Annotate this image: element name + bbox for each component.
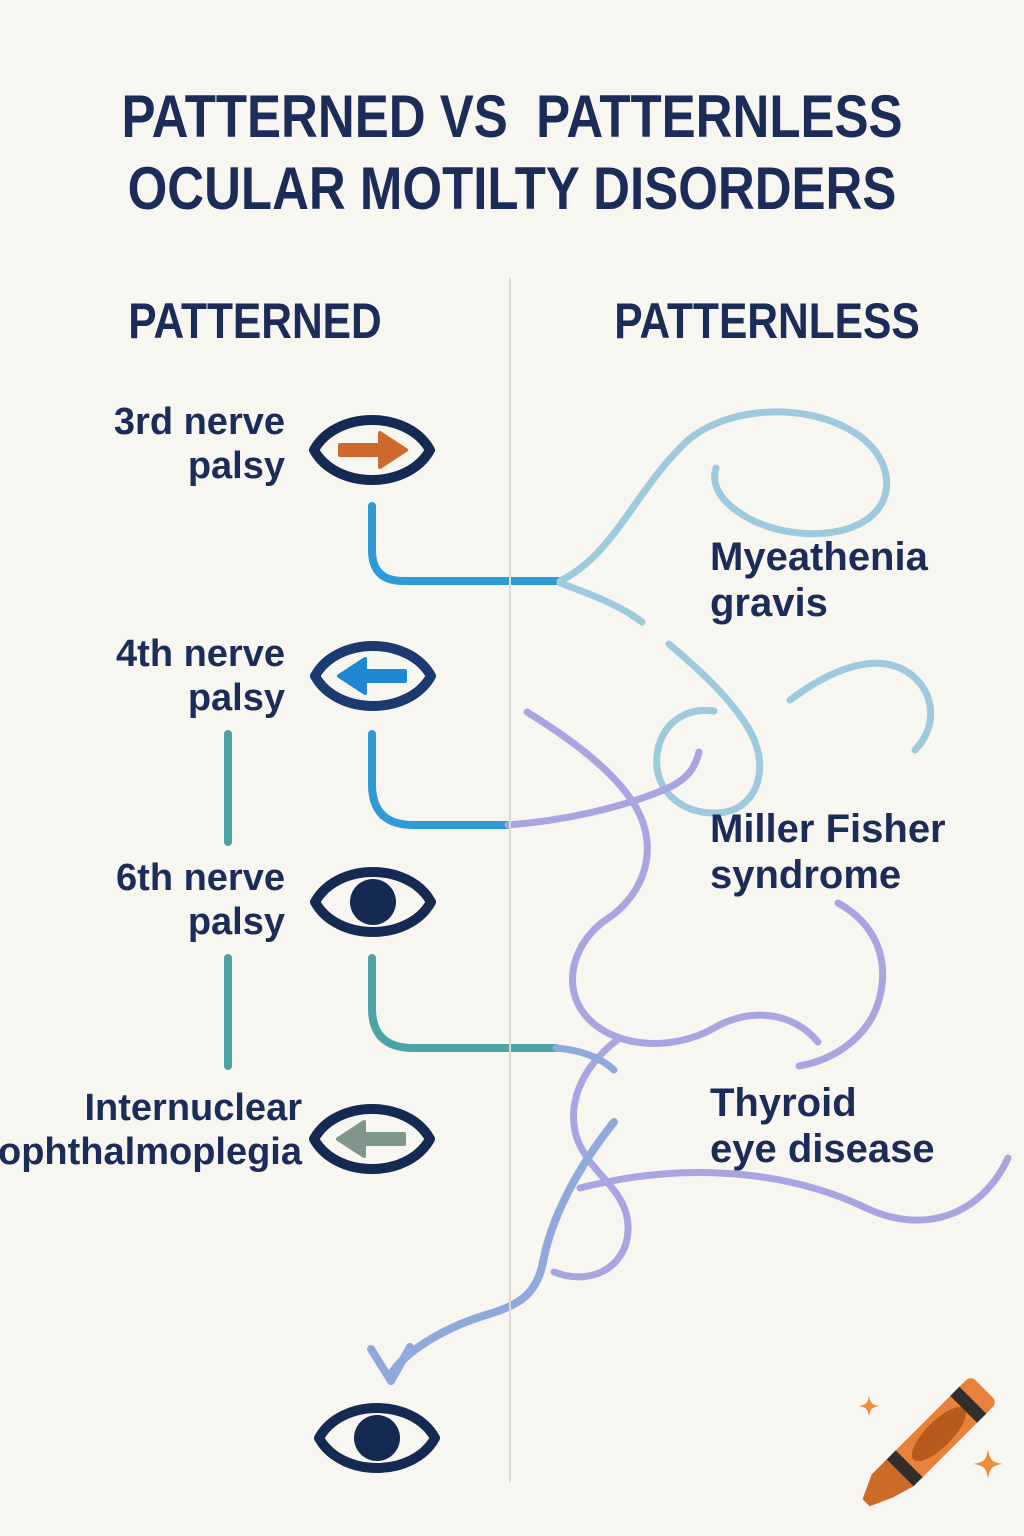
label-myasthenia-gravis: Myeathenia gravis [710, 534, 928, 626]
bottom-arrowhead-icon [367, 1343, 414, 1385]
label-line: gravis [710, 581, 828, 625]
label-line: eye disease [710, 1127, 935, 1171]
label-line: 3rd nerve [113, 401, 285, 443]
squiggle-lightblue-fork-lower [556, 579, 646, 626]
label-thyroid-eye-disease: Thyroid eye disease [710, 1080, 935, 1172]
label-line: Miller Fisher [710, 807, 946, 851]
label-line: palsy [187, 901, 285, 943]
eye-arrow-left-icon [315, 646, 431, 706]
connector-3rd-nerve [368, 502, 564, 585]
eye-arrow-left-sage-icon [314, 1109, 430, 1169]
eye-pupil-bottom-icon [319, 1408, 435, 1468]
label-6th-nerve-palsy: 6th nerve palsy [116, 856, 285, 944]
column-header-patternless: PATTERNLESS [614, 293, 920, 349]
squiggle-purple-miller-s [523, 708, 822, 1047]
page-title-line1: PATTERNED VS PATTERNLESS [121, 83, 903, 150]
label-3rd-nerve-palsy: 3rd nerve palsy [114, 400, 285, 488]
squiggle-lightblue-lower-loop [653, 640, 764, 817]
label-line: Thyroid [710, 1081, 857, 1125]
label-line: Myeathenia [710, 535, 928, 579]
label-4th-nerve-palsy: 4th nerve palsy [116, 632, 285, 720]
squiggle-lightblue-right-hook [786, 659, 934, 754]
label-line: Internuclear [84, 1087, 302, 1129]
label-line: 6th nerve [116, 857, 285, 899]
squiggle-lightblue-upper-loop [556, 408, 891, 585]
label-internuclear-ophthalmoplegia: Internuclear ophthalmoplegia [0, 1086, 302, 1174]
eye-pupil-icon [315, 872, 431, 932]
connector-4th-nerve-purple-tail [504, 748, 703, 829]
column-header-patterned: PATTERNED [128, 293, 382, 349]
sparkle-icon [973, 1449, 1003, 1479]
page-title-line2: OCULAR MOTILTY DISORDERS [127, 155, 897, 222]
column-divider [509, 278, 511, 1482]
sparkle-icon [858, 1395, 880, 1417]
label-line: ophthalmoplegia [0, 1131, 302, 1173]
squiggle-purple-right-arc [795, 899, 887, 1070]
connector-internuclear-tail [552, 1044, 618, 1074]
eye-arrow-right-icon [314, 420, 430, 480]
squiggle-purple-underline-sweep [576, 1154, 1012, 1224]
label-line: syndrome [710, 853, 902, 897]
connector-internuclear [368, 954, 560, 1052]
bottom-arrow-tail [389, 1118, 618, 1375]
crayon-icon [858, 1378, 1003, 1507]
label-line: palsy [187, 445, 285, 487]
label-line: 4th nerve [116, 633, 285, 675]
connector-4th-nerve [368, 730, 512, 829]
label-miller-fisher-syndrome: Miller Fisher syndrome [710, 806, 946, 898]
label-line: palsy [187, 677, 285, 719]
